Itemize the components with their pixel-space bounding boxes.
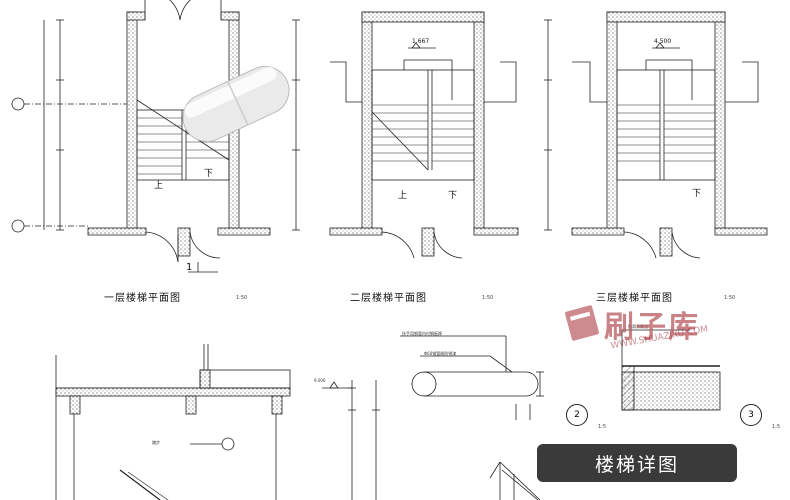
section-drawing bbox=[55, 344, 380, 500]
plan-3-down: 下 bbox=[692, 189, 702, 199]
section-step-label: 踏步 bbox=[152, 440, 160, 445]
plan-2 bbox=[292, 11, 552, 259]
plan-1 bbox=[24, 0, 271, 273]
plan-2-scale: 1:50 bbox=[482, 295, 494, 301]
plan-2-up: 上 bbox=[398, 191, 408, 201]
watermark-logo bbox=[565, 305, 599, 341]
section-elevation: 9.000 bbox=[314, 378, 326, 383]
plan-2-title: 二层楼梯平面图 bbox=[350, 293, 427, 304]
plan-2-down: 下 bbox=[448, 191, 458, 201]
plan-3-title: 三层楼梯平面图 bbox=[596, 293, 673, 304]
watermark-brand: 刷子库 bbox=[604, 310, 700, 345]
plan-3-scale: 1:50 bbox=[724, 295, 736, 301]
plan-1-marker: 1 bbox=[186, 262, 193, 273]
tread-detail bbox=[621, 329, 721, 411]
plan-3 bbox=[571, 11, 768, 259]
axis-markers bbox=[11, 97, 25, 233]
tread-note: 防滑条做法 bbox=[628, 324, 648, 329]
plan-2-elevation: 1.667 bbox=[412, 38, 430, 45]
handrail-note-1: 扶手用钢管内衬钢板焊 bbox=[402, 331, 442, 336]
detail-3-marker: 3 bbox=[740, 404, 762, 426]
title-banner-text: 楼梯详图 bbox=[594, 453, 679, 476]
plan-1-scale: 1:50 bbox=[236, 295, 248, 301]
railing-sketch bbox=[489, 461, 541, 500]
handrail-note-2: Φ60钢管刷防锈漆 bbox=[424, 351, 457, 356]
plan-1-up: 上 bbox=[154, 181, 164, 191]
detail-2-marker: 2 bbox=[566, 404, 588, 426]
detail-2-scale: 1:5 bbox=[598, 424, 607, 430]
plan-1-title: 一层楼梯平面图 bbox=[104, 293, 181, 304]
title-banner: 楼梯详图 bbox=[537, 444, 737, 482]
detail-2-number: 2 bbox=[574, 410, 580, 420]
plan-1-down: 下 bbox=[204, 169, 214, 179]
handrail-detail bbox=[400, 335, 544, 420]
plan-3-elevation: 4.500 bbox=[654, 38, 672, 45]
handle-ornament bbox=[182, 65, 290, 143]
detail-3-number: 3 bbox=[748, 410, 754, 420]
detail-3-scale: 1:5 bbox=[772, 424, 781, 430]
